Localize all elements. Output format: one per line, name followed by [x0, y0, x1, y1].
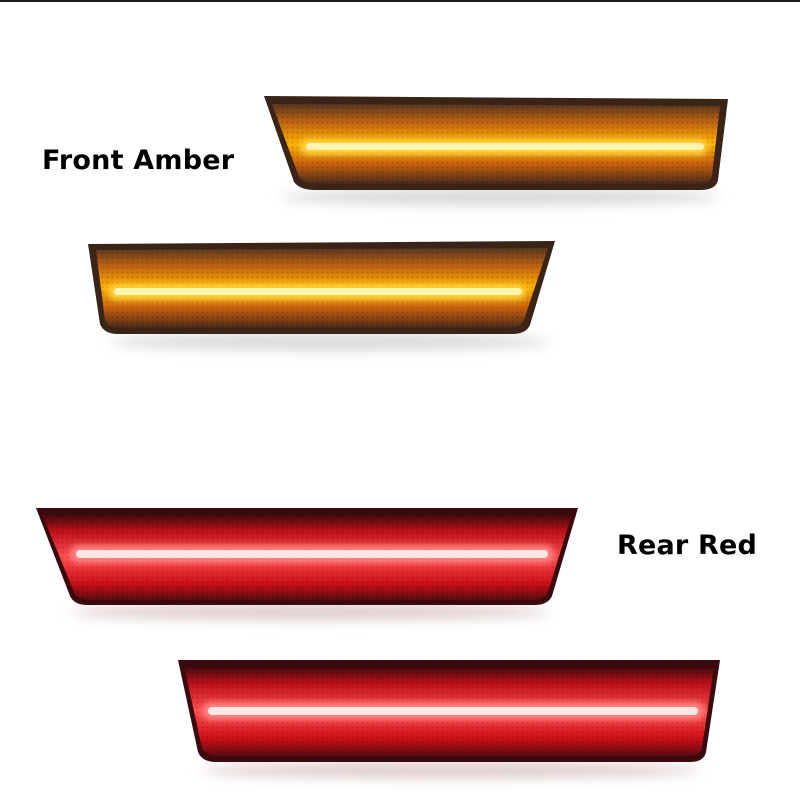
rear-red-lamp-left — [36, 508, 578, 620]
rear-red-label: Rear Red — [617, 530, 758, 561]
front-amber-label: Front Amber — [42, 145, 235, 176]
rear-red-lamp-right — [178, 660, 720, 778]
front-amber-lamp-left — [88, 241, 555, 350]
front-amber-lamp-right — [264, 96, 728, 205]
top-border-line — [0, 0, 800, 2]
